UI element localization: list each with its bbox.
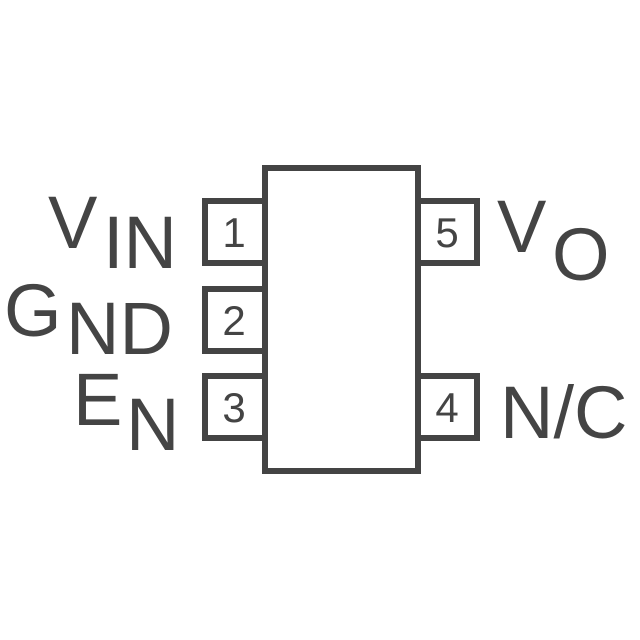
pin-3-pad: [202, 373, 268, 441]
pin-2-label-main: G: [4, 269, 62, 352]
pin-1-label-sub: IN: [103, 201, 177, 284]
pin-1-pad: [202, 198, 268, 266]
pin-5-number: 5: [435, 209, 458, 256]
pin-4-label: N/C: [500, 371, 627, 454]
pin-3-number: 3: [222, 384, 245, 431]
pin-2-pad: [202, 286, 268, 354]
pin-5-label-main: V: [497, 185, 547, 268]
pin-2-label-sub: ND: [66, 287, 173, 370]
ic-body: [262, 165, 421, 474]
pin-3-label-sub: N: [126, 383, 179, 466]
pin-3-label-main: E: [73, 358, 122, 441]
pin-2-number: 2: [222, 297, 245, 344]
pin-1-number: 1: [222, 209, 245, 256]
pin-5-label-sub: O: [552, 213, 610, 296]
pin-4-number: 4: [435, 384, 458, 431]
pin-1-label-main: V: [48, 181, 98, 264]
